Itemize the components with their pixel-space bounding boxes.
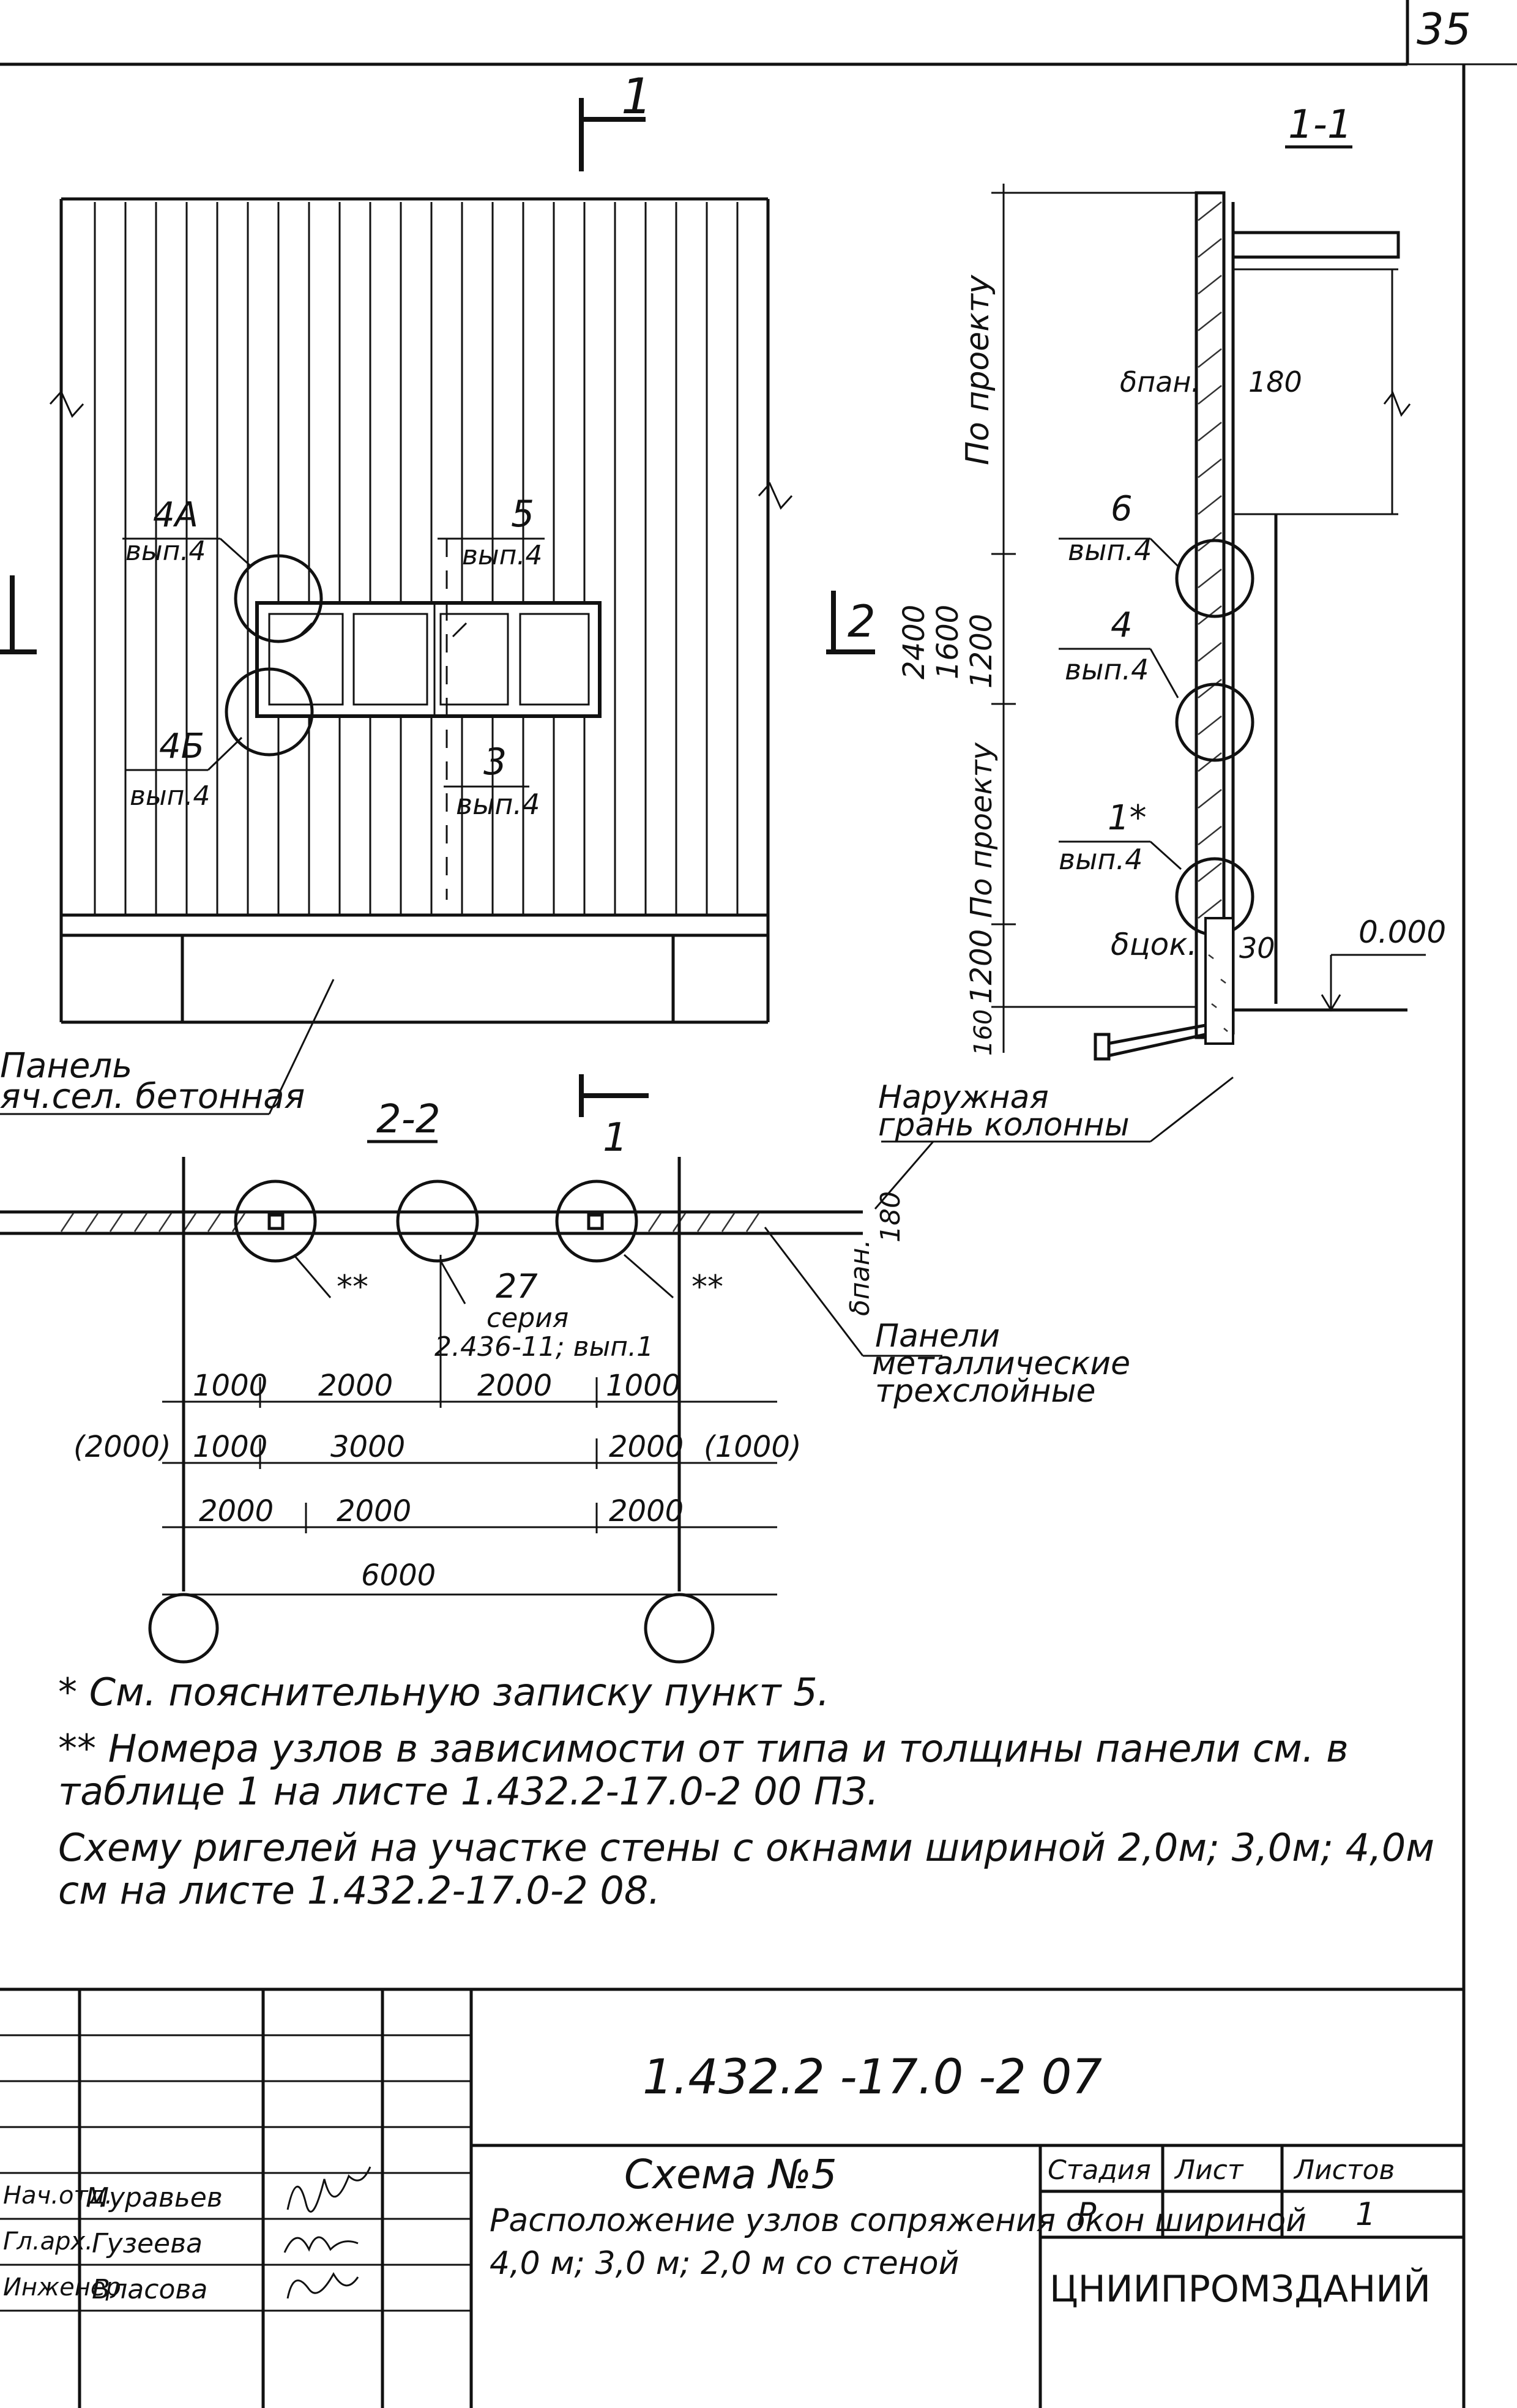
view-2-2-title: 2-2 (376, 1097, 441, 1142)
panels-label-line2: металлические (872, 1345, 1130, 1382)
dim-row2-d: 2000 (609, 1430, 684, 1464)
callout-4a-sheet: вып.4 (125, 536, 206, 567)
plinth-value: 30 (1239, 932, 1275, 965)
callout-circle-4 (1175, 682, 1254, 762)
dim-row1-d: 1000 (606, 1369, 680, 1403)
callout-5-sheet: вып.4 (462, 540, 542, 571)
view-1-1-title: 1-1 (1288, 102, 1352, 148)
dim-row3-a: 2000 (199, 1494, 274, 1528)
handwritten-signatures (283, 2166, 371, 2299)
cut-1-top-label: 1 (621, 68, 652, 125)
callout-circle-6 (1175, 539, 1254, 618)
sheets-header: Листов (1293, 2155, 1395, 2186)
dim-by-project-top: По проекту (960, 274, 996, 465)
panel-thickness-value: 180 (1248, 365, 1302, 398)
section-1-1-view (881, 145, 1426, 1143)
dim-160: 160 (969, 1009, 997, 1056)
thickness-value-2-2: 180 (875, 1191, 906, 1243)
callout-circle-right (555, 1180, 638, 1263)
dim-row2-c: 3000 (330, 1430, 405, 1464)
mark-left: ** (337, 1269, 368, 1306)
elevation-view (0, 98, 875, 1115)
mark-right: ** (691, 1269, 723, 1306)
title-line3: 4,0 м; 3,0 м; 2,0 м со стеной (490, 2245, 959, 2282)
sheet-header: Лист (1174, 2155, 1244, 2186)
panel-label-line2: яч.сел. бетонная (0, 1077, 305, 1116)
signature-role-1: Нач.отд. (3, 2182, 113, 2210)
node-27-series: серия (486, 1303, 568, 1334)
dim-row1-b: 2000 (318, 1369, 393, 1403)
note-1: * См. пояснительную записку пункт 5. (58, 1670, 830, 1714)
dim-row1-a: 1000 (193, 1369, 267, 1403)
callout-5-number: 5 (511, 493, 534, 536)
title-block-frame (0, 1987, 1464, 2408)
page-number: 35 (1417, 4, 1471, 54)
panel-label-line1: Панель (0, 1046, 132, 1086)
callout-1-sheet: вып.4 (1059, 843, 1142, 876)
dim-row2-b: 1000 (193, 1430, 267, 1464)
callout-4b-number: 4Б (159, 727, 204, 766)
note-2: ** Номера узлов в зависимости от типа и … (58, 1726, 1349, 1814)
signature-role-3: Инженер (3, 2273, 121, 2301)
drawing-notes: * См. пояснительную записку пункт 5. ** … (58, 1671, 1466, 1926)
panels-label-line1: Панели (875, 1318, 1000, 1355)
callout-4b-sheet: вып.4 (130, 780, 210, 812)
callout-circle-4a (234, 554, 323, 643)
cut-2-label: 2 (848, 596, 876, 647)
title-line1: Схема №5 (624, 2151, 837, 2198)
axis-circle-right (644, 1593, 715, 1664)
signature-role-2: Гл.арх. (3, 2227, 93, 2256)
level-zero: 0.000 (1359, 914, 1446, 950)
panel-thickness-label: δпан. (1120, 365, 1200, 398)
callout-4-sheet: вып.4 (1065, 653, 1149, 686)
dim-row1-c: 2000 (477, 1369, 552, 1403)
section-2-2-view (0, 1074, 942, 1664)
thickness-label-2-2: δпан. (844, 1240, 876, 1316)
note-3: Схему ригелей на участке стены с окнами … (58, 1825, 1434, 1913)
stage-value: Р (1077, 2196, 1097, 2233)
dim-1200-b: 1200 (964, 929, 999, 1004)
wall-panel-joints (94, 202, 739, 915)
stage-header: Стадия (1048, 2155, 1151, 2186)
concrete-plinth-panel (61, 913, 768, 1024)
axis-circle-left (148, 1593, 219, 1664)
node-27-number: 27 (496, 1267, 538, 1306)
callout-6-number: 6 (1111, 489, 1133, 529)
title-line2: Расположение узлов сопряжения окон ширин… (490, 2202, 1306, 2239)
column-face-line1: Наружная (878, 1079, 1049, 1116)
signature-name-3: Власова (92, 2274, 207, 2305)
callout-3-sheet: вып.4 (456, 788, 540, 821)
dim-1600: 1600 (931, 605, 965, 679)
signature-name-1: Муравьев (86, 2182, 223, 2213)
callout-circle-27 (396, 1180, 479, 1263)
callout-4a-number: 4А (153, 495, 198, 535)
callout-4-number: 4 (1111, 605, 1133, 645)
dim-2400: 2400 (897, 605, 931, 679)
column-face-line2: грань колонны (878, 1107, 1130, 1143)
sheets-value: 1 (1355, 2196, 1376, 2233)
signature-name-2: Гузеева (92, 2228, 203, 2259)
window-unit (255, 601, 602, 718)
dim-row3-c: 2000 (609, 1494, 684, 1528)
document-code: 1.432.2 -17.0 -2 07 (643, 2050, 1102, 2105)
callout-1-number: 1* (1108, 798, 1147, 838)
dim-1200-a: 1200 (964, 614, 999, 689)
organization-name: ЦНИИПРОМЗДАНИЙ (1049, 2267, 1431, 2311)
cut-1-mid-label: 1 (603, 1115, 628, 1161)
callout-3-number: 3 (483, 741, 507, 783)
dim-row3-b: 2000 (337, 1494, 411, 1528)
dim-by-project-mid: По проекту (964, 742, 999, 918)
node-27-ref: 2.436-11; вып.1 (434, 1331, 654, 1363)
dim-total: 6000 (361, 1558, 436, 1593)
dim-row2-a: (2000) (73, 1430, 171, 1464)
panels-label-line3: трехслойные (875, 1373, 1096, 1410)
plinth-label: δцок. (1111, 927, 1197, 962)
dim-row2-e: (1000) (704, 1430, 802, 1464)
callout-circle-left (234, 1180, 317, 1263)
callout-circle-4b (225, 667, 314, 757)
callout-6-sheet: вып.4 (1068, 534, 1152, 567)
